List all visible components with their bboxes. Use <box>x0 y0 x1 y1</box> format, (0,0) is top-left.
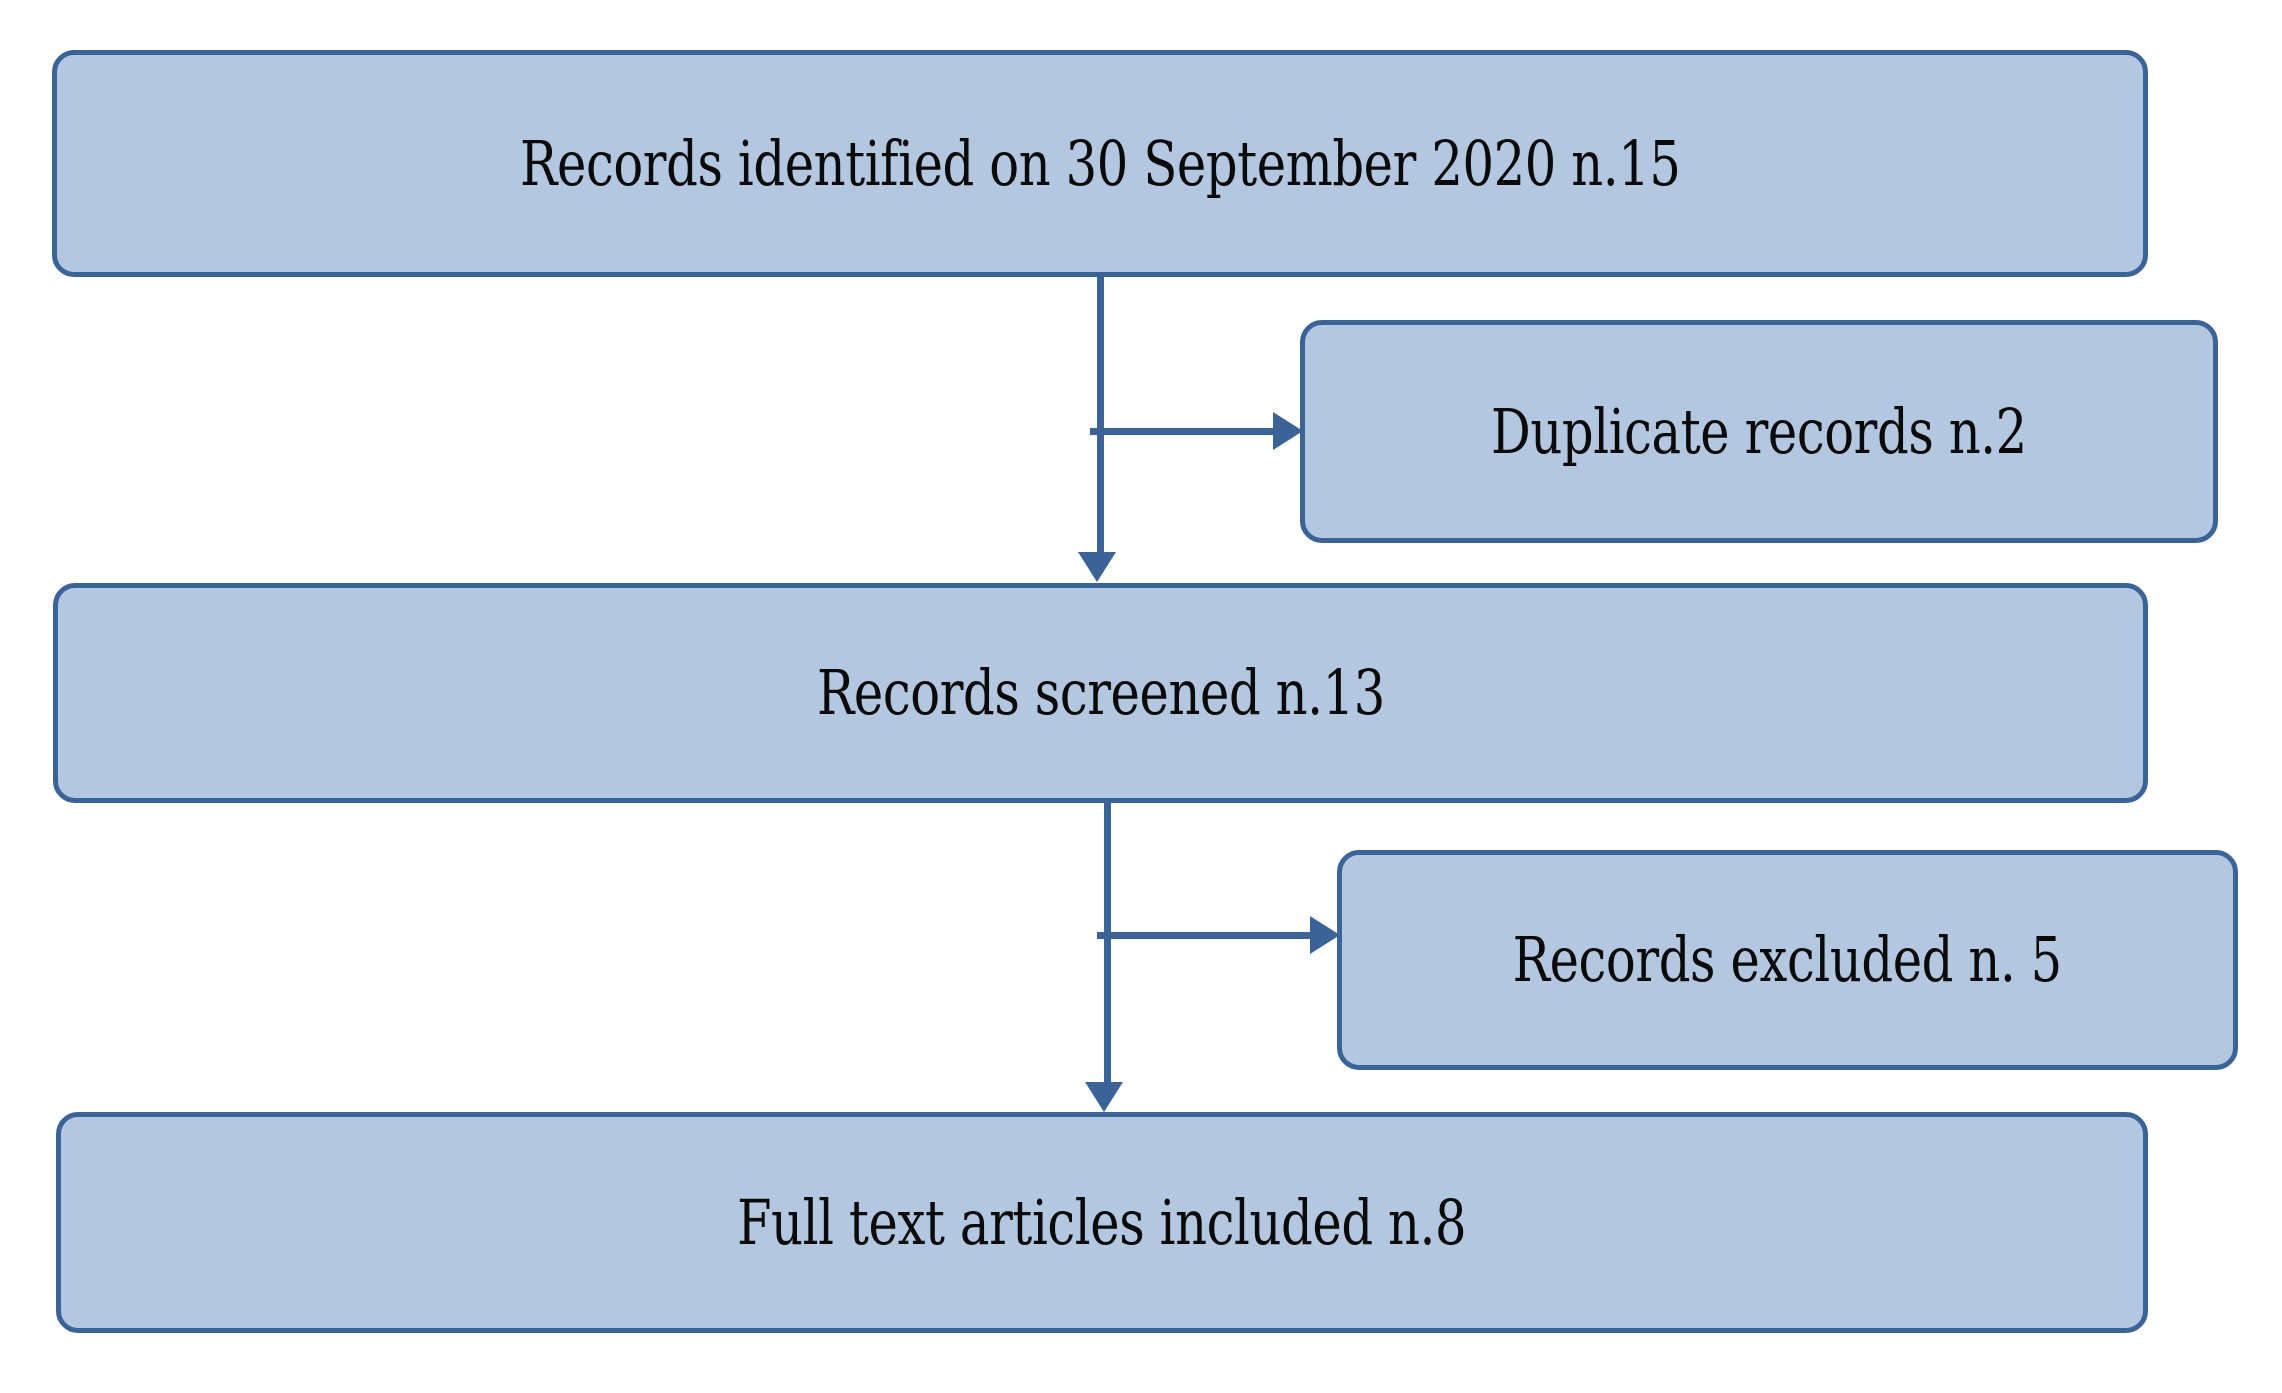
node-records-screened[interactable]: Records screened n.13 <box>53 583 2148 803</box>
node-duplicate-records[interactable]: Duplicate records n.2 <box>1300 320 2218 543</box>
node-records-screened-label: Records screened n.13 <box>816 656 1385 730</box>
node-records-excluded-label: Records excluded n. 5 <box>1512 923 2063 997</box>
arrow-right-icon-identified-to-duplicates <box>1273 412 1303 450</box>
arrow-down-icon-identified-to-screened <box>1078 552 1116 582</box>
node-records-identified-label: Records identified on 30 September 2020 … <box>519 126 1681 200</box>
connector-identified-to-screened-line <box>1097 277 1104 555</box>
arrow-down-icon-screened-to-included <box>1085 1082 1123 1112</box>
node-full-text-articles-included-label: Full text articles included n.8 <box>737 1185 1467 1259</box>
node-records-excluded[interactable]: Records excluded n. 5 <box>1337 850 2238 1070</box>
node-full-text-articles-included[interactable]: Full text articles included n.8 <box>56 1112 2148 1333</box>
connector-screened-to-excluded-line <box>1097 932 1317 939</box>
connector-identified-to-duplicates-line <box>1090 428 1280 435</box>
node-duplicate-records-label: Duplicate records n.2 <box>1491 394 2027 468</box>
connector-screened-to-included-line <box>1104 803 1111 1085</box>
arrow-right-icon-screened-to-excluded <box>1310 916 1340 954</box>
node-records-identified[interactable]: Records identified on 30 September 2020 … <box>52 50 2148 277</box>
